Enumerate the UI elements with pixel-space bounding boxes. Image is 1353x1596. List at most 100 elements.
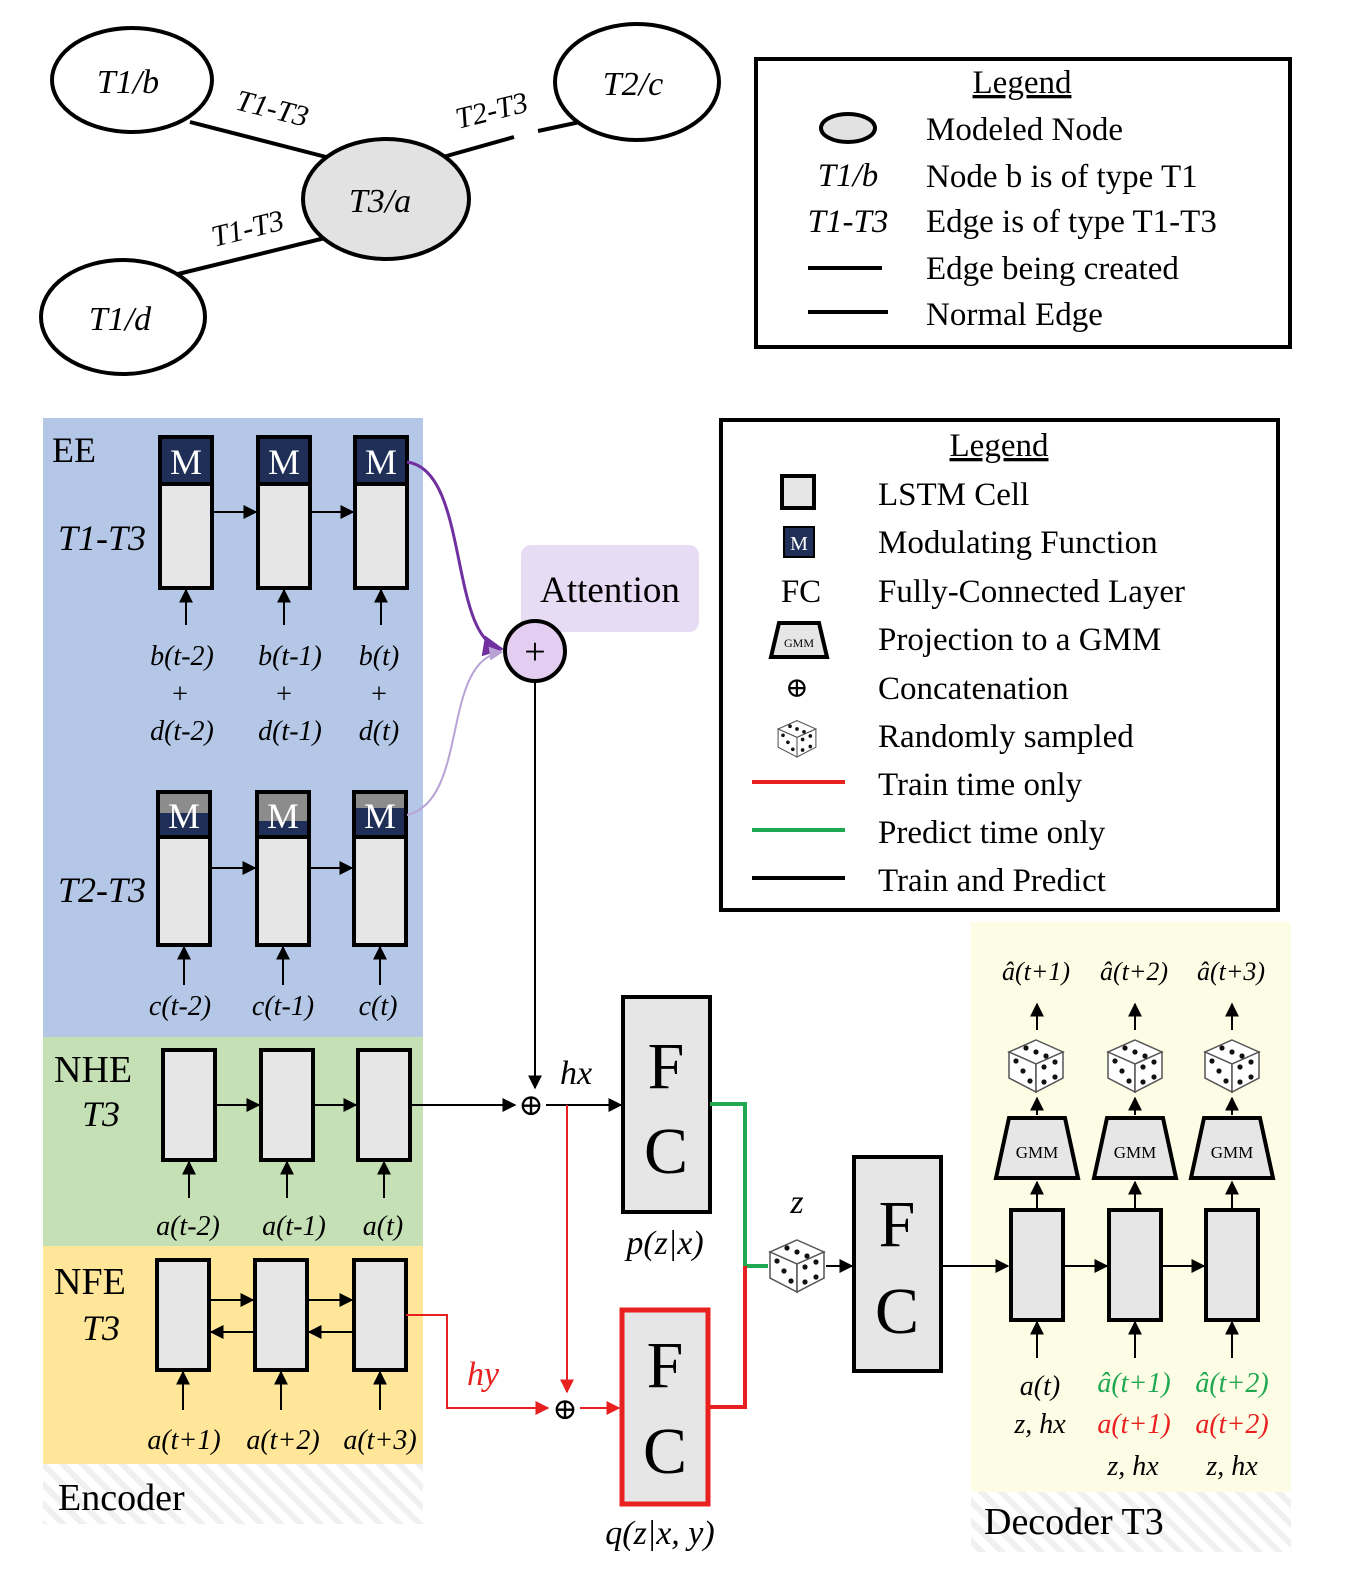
legend-model-row-6: Train time only <box>878 767 1083 803</box>
attention-panel <box>521 545 699 632</box>
fc-letter: C <box>643 1415 687 1488</box>
edge-label-3: T1-T3 <box>208 204 287 254</box>
legend-gmm-symbol <box>768 621 830 659</box>
hx-label: hx <box>560 1055 592 1092</box>
m-label: M <box>364 796 396 836</box>
node-t1-d-label: T1/d <box>89 301 152 338</box>
gmm-projection <box>1188 1116 1276 1180</box>
gmm-projection <box>1091 1116 1179 1180</box>
m-label: M <box>365 442 397 482</box>
legend-model-row-1: Modulating Function <box>878 525 1158 561</box>
lstm-cell <box>156 835 212 947</box>
attention-label: Attention <box>540 570 680 611</box>
lstm-cell <box>353 482 409 590</box>
legend-model-row-5: Randomly sampled <box>878 719 1134 755</box>
legend-fc-text: FC <box>781 574 821 610</box>
legend-graph-row-2: Edge is of type T1-T3 <box>926 204 1217 240</box>
ee-row1-label: T1-T3 <box>58 518 146 558</box>
input-label: a(t+1) <box>147 1425 220 1456</box>
input-label: a(t+3) <box>343 1425 416 1456</box>
legend-model-row-7: Predict time only <box>878 815 1106 851</box>
input-label: b(t) <box>359 641 399 672</box>
legend-symbol-edge-type: T1-T3 <box>808 204 889 240</box>
ee-label: EE <box>52 430 96 470</box>
legend-graph-title: Legend <box>973 65 1072 101</box>
ee-row1-inputs: b(t-2) + d(t-2) b(t-1) + d(t-1) b(t) + d… <box>150 641 399 747</box>
input-label: b(t-1) <box>258 641 322 672</box>
edge-label-1: T1-T3 <box>233 84 312 134</box>
legend-concat-text: ⊕ <box>785 673 808 704</box>
input-label: a(t) <box>363 1211 403 1242</box>
decoder-inputs: a(t) â(t+1) â(t+2) a(t+1) a(t+2) z, hx z… <box>1013 1368 1268 1482</box>
node-t1-b <box>50 26 214 134</box>
decoder-label-panel <box>971 1492 1291 1552</box>
nfe-cells <box>155 1258 408 1372</box>
decoder-cells <box>1009 1208 1260 1322</box>
q-label: q(z|x, y) <box>605 1515 714 1552</box>
edge-b-a <box>189 120 331 160</box>
edge-label-2: T2-T3 <box>452 86 531 136</box>
ee-row2-cells <box>156 790 408 947</box>
gmm-projection <box>993 1116 1081 1180</box>
edge-c-a-created <box>442 135 515 159</box>
fc-letter: F <box>648 1030 685 1103</box>
modulation-level <box>259 794 307 821</box>
m-label: M <box>168 796 200 836</box>
modulating-function <box>353 435 409 486</box>
lstm-cell <box>253 1258 309 1372</box>
decoder-input-ctx: z, hx <box>1106 1451 1159 1482</box>
input-label: c(t-2) <box>149 991 211 1022</box>
modulation-level <box>160 794 208 813</box>
decoder-input-main: a(t) <box>1020 1371 1060 1402</box>
lstm-cell <box>352 835 408 947</box>
decoder-input-main: â(t+1) <box>1097 1368 1170 1399</box>
nfe-type: T3 <box>82 1308 120 1348</box>
attention-sum-node <box>503 619 567 683</box>
legend-model: Legend M FC GMM ⊕ LSTM Cell Modulating F… <box>719 418 1280 912</box>
edge-d-a <box>177 236 326 276</box>
plus-label: + <box>371 679 387 710</box>
modulating-function <box>256 435 312 486</box>
decoder-input-train: a(t+2) <box>1195 1409 1268 1440</box>
m-label: M <box>268 442 300 482</box>
input-label: c(t-1) <box>252 991 314 1022</box>
lstm-cell <box>356 1048 412 1162</box>
gmm-label: GMM <box>1016 1143 1059 1162</box>
fc-letter: C <box>875 1275 919 1348</box>
nfe-label: NFE <box>54 1261 126 1303</box>
output-label: â(t+3) <box>1197 957 1265 986</box>
lstm-cell <box>256 482 312 590</box>
m-label: M <box>267 796 299 836</box>
ee-m-labels: M M M M M M <box>168 442 397 836</box>
node-t1-d <box>39 258 207 376</box>
input-label: c(t) <box>359 991 398 1022</box>
modulating-function <box>158 435 214 486</box>
legend-model-row-2: Fully-Connected Layer <box>878 574 1185 610</box>
nhe-arrows <box>182 1098 517 1198</box>
legend-model-texts: LSTM Cell Modulating Function Fully-Conn… <box>878 477 1185 899</box>
lstm-cell <box>259 1048 315 1162</box>
legend-model-row-3: Projection to a GMM <box>878 622 1161 658</box>
gmm-projections: GMM GMM GMM <box>993 1116 1276 1180</box>
z-label: z <box>789 1184 803 1221</box>
ee-arrows <box>177 505 388 985</box>
nhe-label: NHE <box>54 1049 132 1091</box>
plus-label: + <box>172 679 188 710</box>
input-label: a(t-1) <box>262 1211 326 1242</box>
decoder-panel <box>971 922 1291 1492</box>
posterior-to-z-path <box>708 1266 747 1409</box>
legend-model-row-4: Concatenation <box>878 671 1069 707</box>
fc-decoder <box>852 1155 943 1373</box>
input-label: d(t-1) <box>258 716 322 747</box>
ee-row1-cells <box>158 435 409 590</box>
output-label: â(t+2) <box>1100 957 1168 986</box>
legend-graph-row-1: Node b is of type T1 <box>926 159 1198 195</box>
legend-modulating-symbol <box>783 526 815 558</box>
legend-symbol-node-type: T1/b <box>818 158 879 194</box>
node-t1-b-label: T1/b <box>97 64 159 101</box>
lstm-cell <box>161 1048 217 1162</box>
lstm-cell <box>352 1258 408 1372</box>
lstm-cell <box>158 482 214 590</box>
